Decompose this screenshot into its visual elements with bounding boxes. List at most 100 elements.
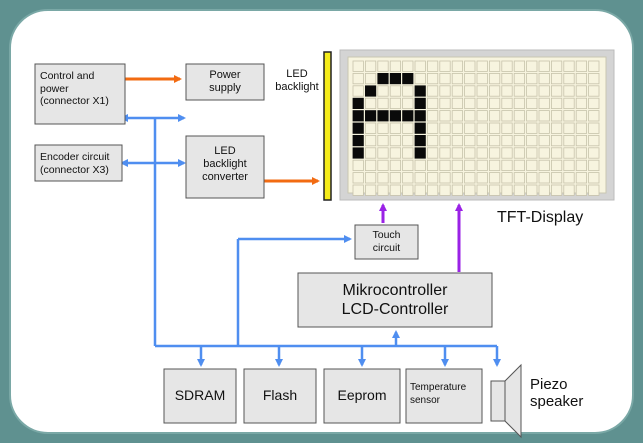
pixel [538, 85, 550, 97]
pixel [488, 134, 501, 147]
pixel [551, 73, 563, 85]
pixel [588, 73, 600, 85]
pixel [563, 85, 575, 97]
lit-pixel [377, 73, 389, 85]
power-supply-box [185, 63, 265, 101]
pixel [389, 159, 402, 171]
pixel [513, 159, 526, 171]
pixel [439, 159, 451, 171]
pixel [538, 184, 550, 196]
pixel [414, 60, 426, 72]
led-backlight-bar [323, 51, 332, 201]
lit-pixel [352, 134, 364, 147]
pixel [526, 147, 538, 159]
pixel [352, 184, 364, 196]
pixel [389, 97, 402, 109]
pixel [476, 110, 488, 122]
pixel [538, 147, 550, 159]
pixel [526, 184, 538, 196]
pixel [588, 85, 600, 97]
pixel [538, 97, 550, 109]
pixel [476, 85, 488, 97]
pixel [501, 110, 513, 122]
pixel [488, 172, 501, 184]
pixel [526, 159, 538, 171]
pixel [464, 122, 476, 134]
pixel [364, 60, 377, 72]
pixel [439, 122, 451, 134]
lit-pixel [414, 147, 426, 159]
pixel [563, 122, 575, 134]
pixel [513, 147, 526, 159]
pixel [402, 85, 414, 97]
pixel [526, 97, 538, 109]
pixel [526, 122, 538, 134]
pixel [575, 172, 588, 184]
pixel [451, 147, 464, 159]
pixel [402, 60, 414, 72]
pixel [501, 85, 513, 97]
pixel [389, 134, 402, 147]
temp-sensor-box [405, 368, 483, 424]
flash-box [243, 368, 317, 424]
pixel [563, 97, 575, 109]
pixel [551, 184, 563, 196]
pixel [439, 172, 451, 184]
pixel [402, 147, 414, 159]
pixel [488, 122, 501, 134]
pixel [439, 134, 451, 147]
pixel [588, 172, 600, 184]
sdram-box [163, 368, 237, 424]
pixel [513, 73, 526, 85]
pixel [551, 134, 563, 147]
pixel [426, 172, 439, 184]
pixel [439, 147, 451, 159]
pixel [389, 85, 402, 97]
pixel [402, 97, 414, 109]
pixel [352, 73, 364, 85]
pixel [377, 134, 389, 147]
pixel [526, 60, 538, 72]
touch-circuit-box [354, 224, 419, 260]
pixel [476, 73, 488, 85]
pixel [439, 97, 451, 109]
pixel [464, 110, 476, 122]
pixel [402, 122, 414, 134]
pixel [439, 60, 451, 72]
pixel [402, 134, 414, 147]
pixel [377, 184, 389, 196]
pixel [563, 110, 575, 122]
pixel [551, 172, 563, 184]
pixel [377, 97, 389, 109]
pixel [513, 184, 526, 196]
mcu-box [297, 272, 493, 328]
pixel [575, 97, 588, 109]
pixel [538, 60, 550, 72]
pixel [426, 147, 439, 159]
pixel [575, 134, 588, 147]
lit-pixel [414, 97, 426, 109]
pixel [526, 73, 538, 85]
pixel [364, 147, 377, 159]
pixel [513, 85, 526, 97]
pixel [364, 134, 377, 147]
pixel [563, 184, 575, 196]
pixel [588, 184, 600, 196]
pixel [488, 159, 501, 171]
pixel [501, 159, 513, 171]
lit-pixel [414, 122, 426, 134]
led-converter-box [185, 135, 265, 199]
lit-pixel [414, 110, 426, 122]
lit-pixel [364, 85, 377, 97]
pixel [563, 172, 575, 184]
pixel [538, 159, 550, 171]
pixel [588, 110, 600, 122]
lit-pixel [364, 110, 377, 122]
pixel [575, 147, 588, 159]
pixel [476, 97, 488, 109]
pixel [389, 184, 402, 196]
lit-pixel [414, 85, 426, 97]
pixel [501, 134, 513, 147]
pixel [389, 60, 402, 72]
